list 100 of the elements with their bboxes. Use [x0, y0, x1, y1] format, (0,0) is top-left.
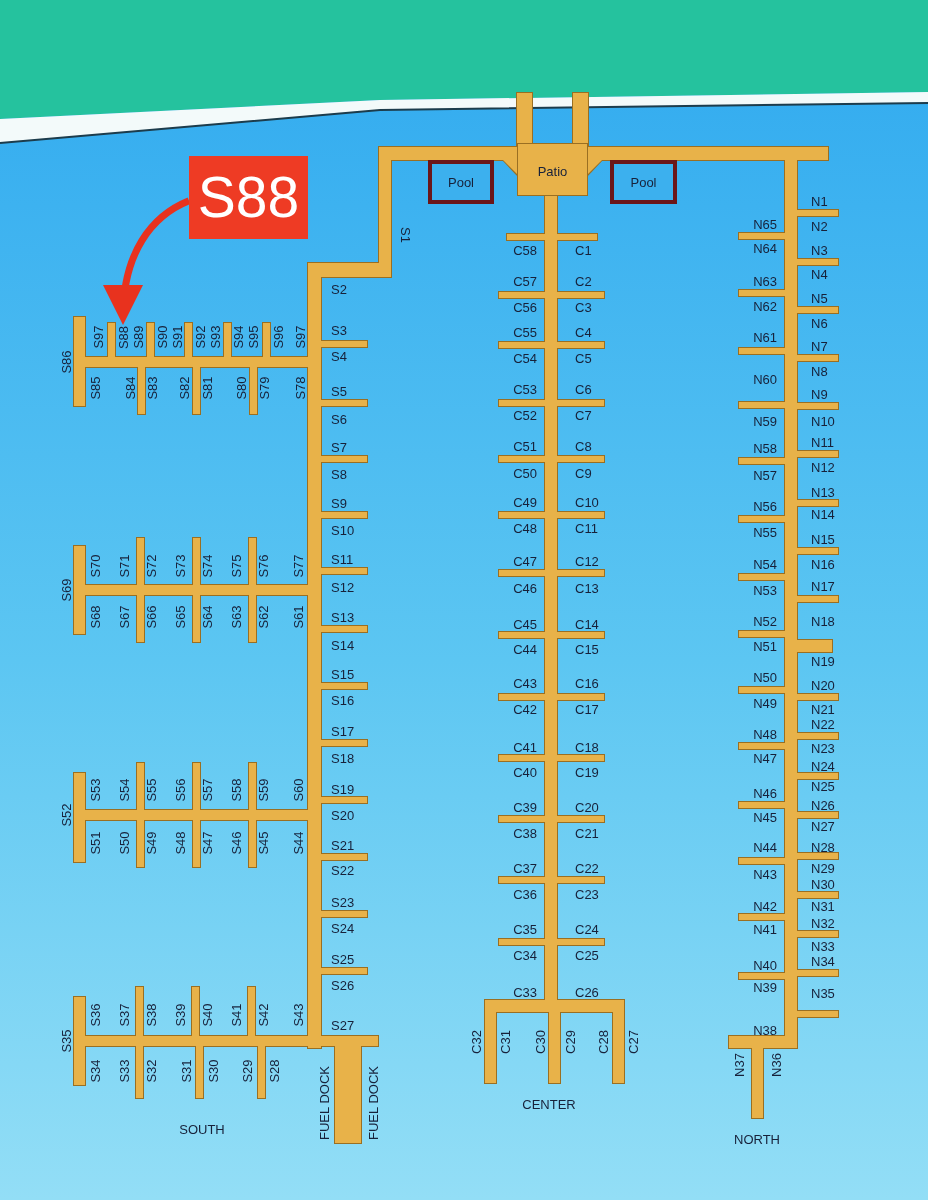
- slip-number: S6: [331, 412, 347, 426]
- slip-number: S42: [256, 1003, 270, 1027]
- slip-number: C18: [575, 740, 599, 754]
- slip-number: S47: [200, 831, 214, 855]
- slip-number: S9: [331, 496, 347, 510]
- slip-number: C49: [513, 495, 537, 509]
- slip-number: S62: [256, 605, 270, 629]
- slip-number: N60: [753, 372, 777, 386]
- slip-number: N41: [753, 922, 777, 936]
- slip-number: S43: [291, 1003, 305, 1027]
- slip-number: S52: [59, 803, 73, 827]
- dock-name: CENTER: [522, 1097, 576, 1111]
- slip-number: C4: [575, 325, 592, 339]
- slip-number: S1: [398, 227, 412, 243]
- slip-number: N63: [753, 274, 777, 288]
- slip-number: C38: [513, 826, 537, 840]
- callout-label: S88: [189, 156, 308, 239]
- slip-number: S32: [144, 1059, 158, 1083]
- slip-number: C5: [575, 351, 592, 365]
- slip-number: S46: [229, 831, 243, 855]
- slip-number: N57: [753, 468, 777, 482]
- slip-number: C9: [575, 466, 592, 480]
- slip-number: S41: [229, 1003, 243, 1027]
- slip-number: C32: [469, 1030, 483, 1054]
- slip-number: S95: [246, 325, 260, 349]
- slip-number: N36: [769, 1053, 783, 1077]
- slip-number: S39: [173, 1003, 187, 1027]
- slip-number: N62: [753, 299, 777, 313]
- slip-number: N29: [811, 861, 835, 875]
- slip-number: S2: [331, 282, 347, 296]
- slip-number: C30: [533, 1030, 547, 1054]
- slip-number: N2: [811, 219, 828, 233]
- slip-number: N61: [753, 330, 777, 344]
- slip-number: N17: [811, 579, 835, 593]
- slip-number: S12: [331, 580, 355, 594]
- dock-name: NORTH: [734, 1132, 780, 1146]
- slip-number: C8: [575, 439, 592, 453]
- slip-number: N4: [811, 267, 828, 281]
- slip-number: S97: [293, 325, 307, 349]
- slip-number: S24: [331, 921, 355, 935]
- slip-number: N26: [811, 798, 835, 812]
- slip-number: C51: [513, 439, 537, 453]
- slip-number: C52: [513, 408, 537, 422]
- slip-number: C7: [575, 408, 592, 422]
- slip-number: S82: [177, 376, 191, 400]
- slip-number: C15: [575, 642, 599, 656]
- slip-number: S97: [91, 325, 105, 349]
- slip-number: C13: [575, 581, 599, 595]
- slip-number: N25: [811, 779, 835, 793]
- slip-number: C34: [513, 948, 537, 962]
- slip-number: C40: [513, 765, 537, 779]
- slip-number: S50: [117, 831, 131, 855]
- slip-number: C10: [575, 495, 599, 509]
- slip-number: C43: [513, 676, 537, 690]
- slip-number: S84: [123, 376, 137, 400]
- slip-number: C35: [513, 922, 537, 936]
- slip-number: S66: [144, 605, 158, 629]
- slip-number: S3: [331, 323, 347, 337]
- slip-number: C44: [513, 642, 537, 656]
- slip-number: N31: [811, 899, 835, 913]
- slip-number: S48: [173, 831, 187, 855]
- slip-number: C31: [498, 1030, 512, 1054]
- slip-number: C2: [575, 274, 592, 288]
- slip-number: N43: [753, 867, 777, 881]
- slip-number: S27: [331, 1018, 355, 1032]
- slip-number: N48: [753, 727, 777, 741]
- slip-number: C57: [513, 274, 537, 288]
- slip-number: S53: [88, 778, 102, 802]
- slip-number: S71: [117, 554, 131, 578]
- slip-number: S16: [331, 693, 355, 707]
- slip-number: S78: [293, 376, 307, 400]
- slip-number: C25: [575, 948, 599, 962]
- slip-number: C1: [575, 243, 592, 257]
- pool-area: Pool: [610, 160, 677, 204]
- slip-number: N5: [811, 291, 828, 305]
- slip-number: N37: [732, 1053, 746, 1077]
- slip-number: S33: [117, 1059, 131, 1083]
- slip-number: N56: [753, 499, 777, 513]
- slip-number: N10: [811, 414, 835, 428]
- slip-number: S21: [331, 838, 355, 852]
- slip-number: S26: [331, 978, 355, 992]
- fuel-dock-label: FUEL DOCK: [317, 1066, 331, 1140]
- slip-number: S89: [131, 325, 145, 349]
- slip-number: S96: [271, 325, 285, 349]
- slip-number: S30: [206, 1059, 220, 1083]
- slip-number: N53: [753, 583, 777, 597]
- slip-number: C47: [513, 554, 537, 568]
- slip-number: N7: [811, 339, 828, 353]
- curved-arrow: [104, 197, 191, 325]
- slip-number: S8: [331, 467, 347, 481]
- slip-number: C50: [513, 466, 537, 480]
- slip-number: N15: [811, 532, 835, 546]
- slip-number: C28: [596, 1030, 610, 1054]
- slip-number: N19: [811, 654, 835, 668]
- slip-number: S58: [229, 778, 243, 802]
- slip-number: S25: [331, 952, 355, 966]
- slip-number: C11: [575, 521, 598, 535]
- slip-number: S40: [200, 1003, 214, 1027]
- dock-name: SOUTH: [179, 1122, 225, 1136]
- slip-number: S13: [331, 610, 355, 624]
